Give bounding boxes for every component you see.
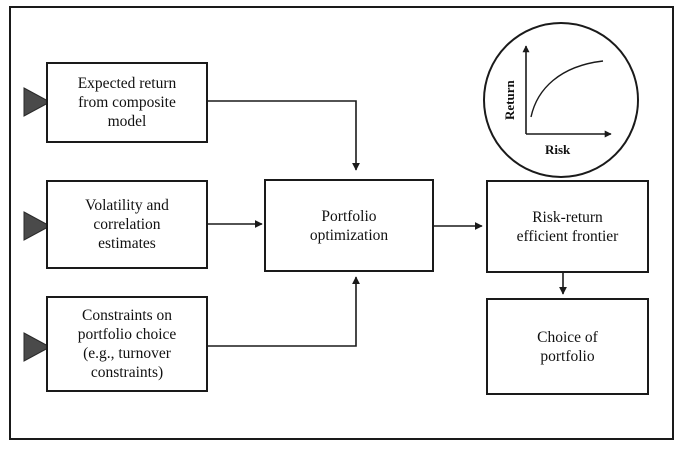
- expected-return-label: Expected return from composite model: [77, 75, 177, 130]
- volatility-label: Volatility and correlation estimates: [85, 197, 169, 252]
- volatility-box: Volatility and correlation estimates: [46, 180, 208, 269]
- arrow-constraints-to-optimization: [207, 276, 360, 347]
- diagram-frame: [9, 6, 674, 440]
- inset-x-axis-label: Risk: [545, 142, 571, 157]
- choice-of-portfolio-label: Choice of portfolio: [537, 328, 598, 365]
- efficient-frontier-box: Risk-return efficient frontier: [486, 180, 649, 273]
- expected-return-input-marker: [23, 87, 52, 117]
- inset-efficient-frontier-curve: [530, 60, 604, 118]
- constraints-input-marker: [23, 332, 52, 362]
- portfolio-optimization-label: Portfolio optimization: [309, 207, 389, 244]
- inset-y-axis-label: Return: [502, 80, 517, 120]
- arrow-expected-return-to-optimization: [207, 100, 360, 171]
- constraints-box: Constraints on portfolio choice (e.g., t…: [46, 296, 208, 392]
- expected-return-box: Expected return from composite model: [46, 62, 208, 143]
- choice-of-portfolio-box: Choice of portfolio: [486, 298, 649, 395]
- portfolio-optimization-box: Portfolio optimization: [264, 179, 434, 272]
- risk-return-inset: Return Risk: [483, 22, 639, 178]
- volatility-input-marker: [23, 211, 52, 241]
- efficient-frontier-label: Risk-return efficient frontier: [516, 208, 619, 245]
- constraints-label: Constraints on portfolio choice (e.g., t…: [77, 307, 177, 381]
